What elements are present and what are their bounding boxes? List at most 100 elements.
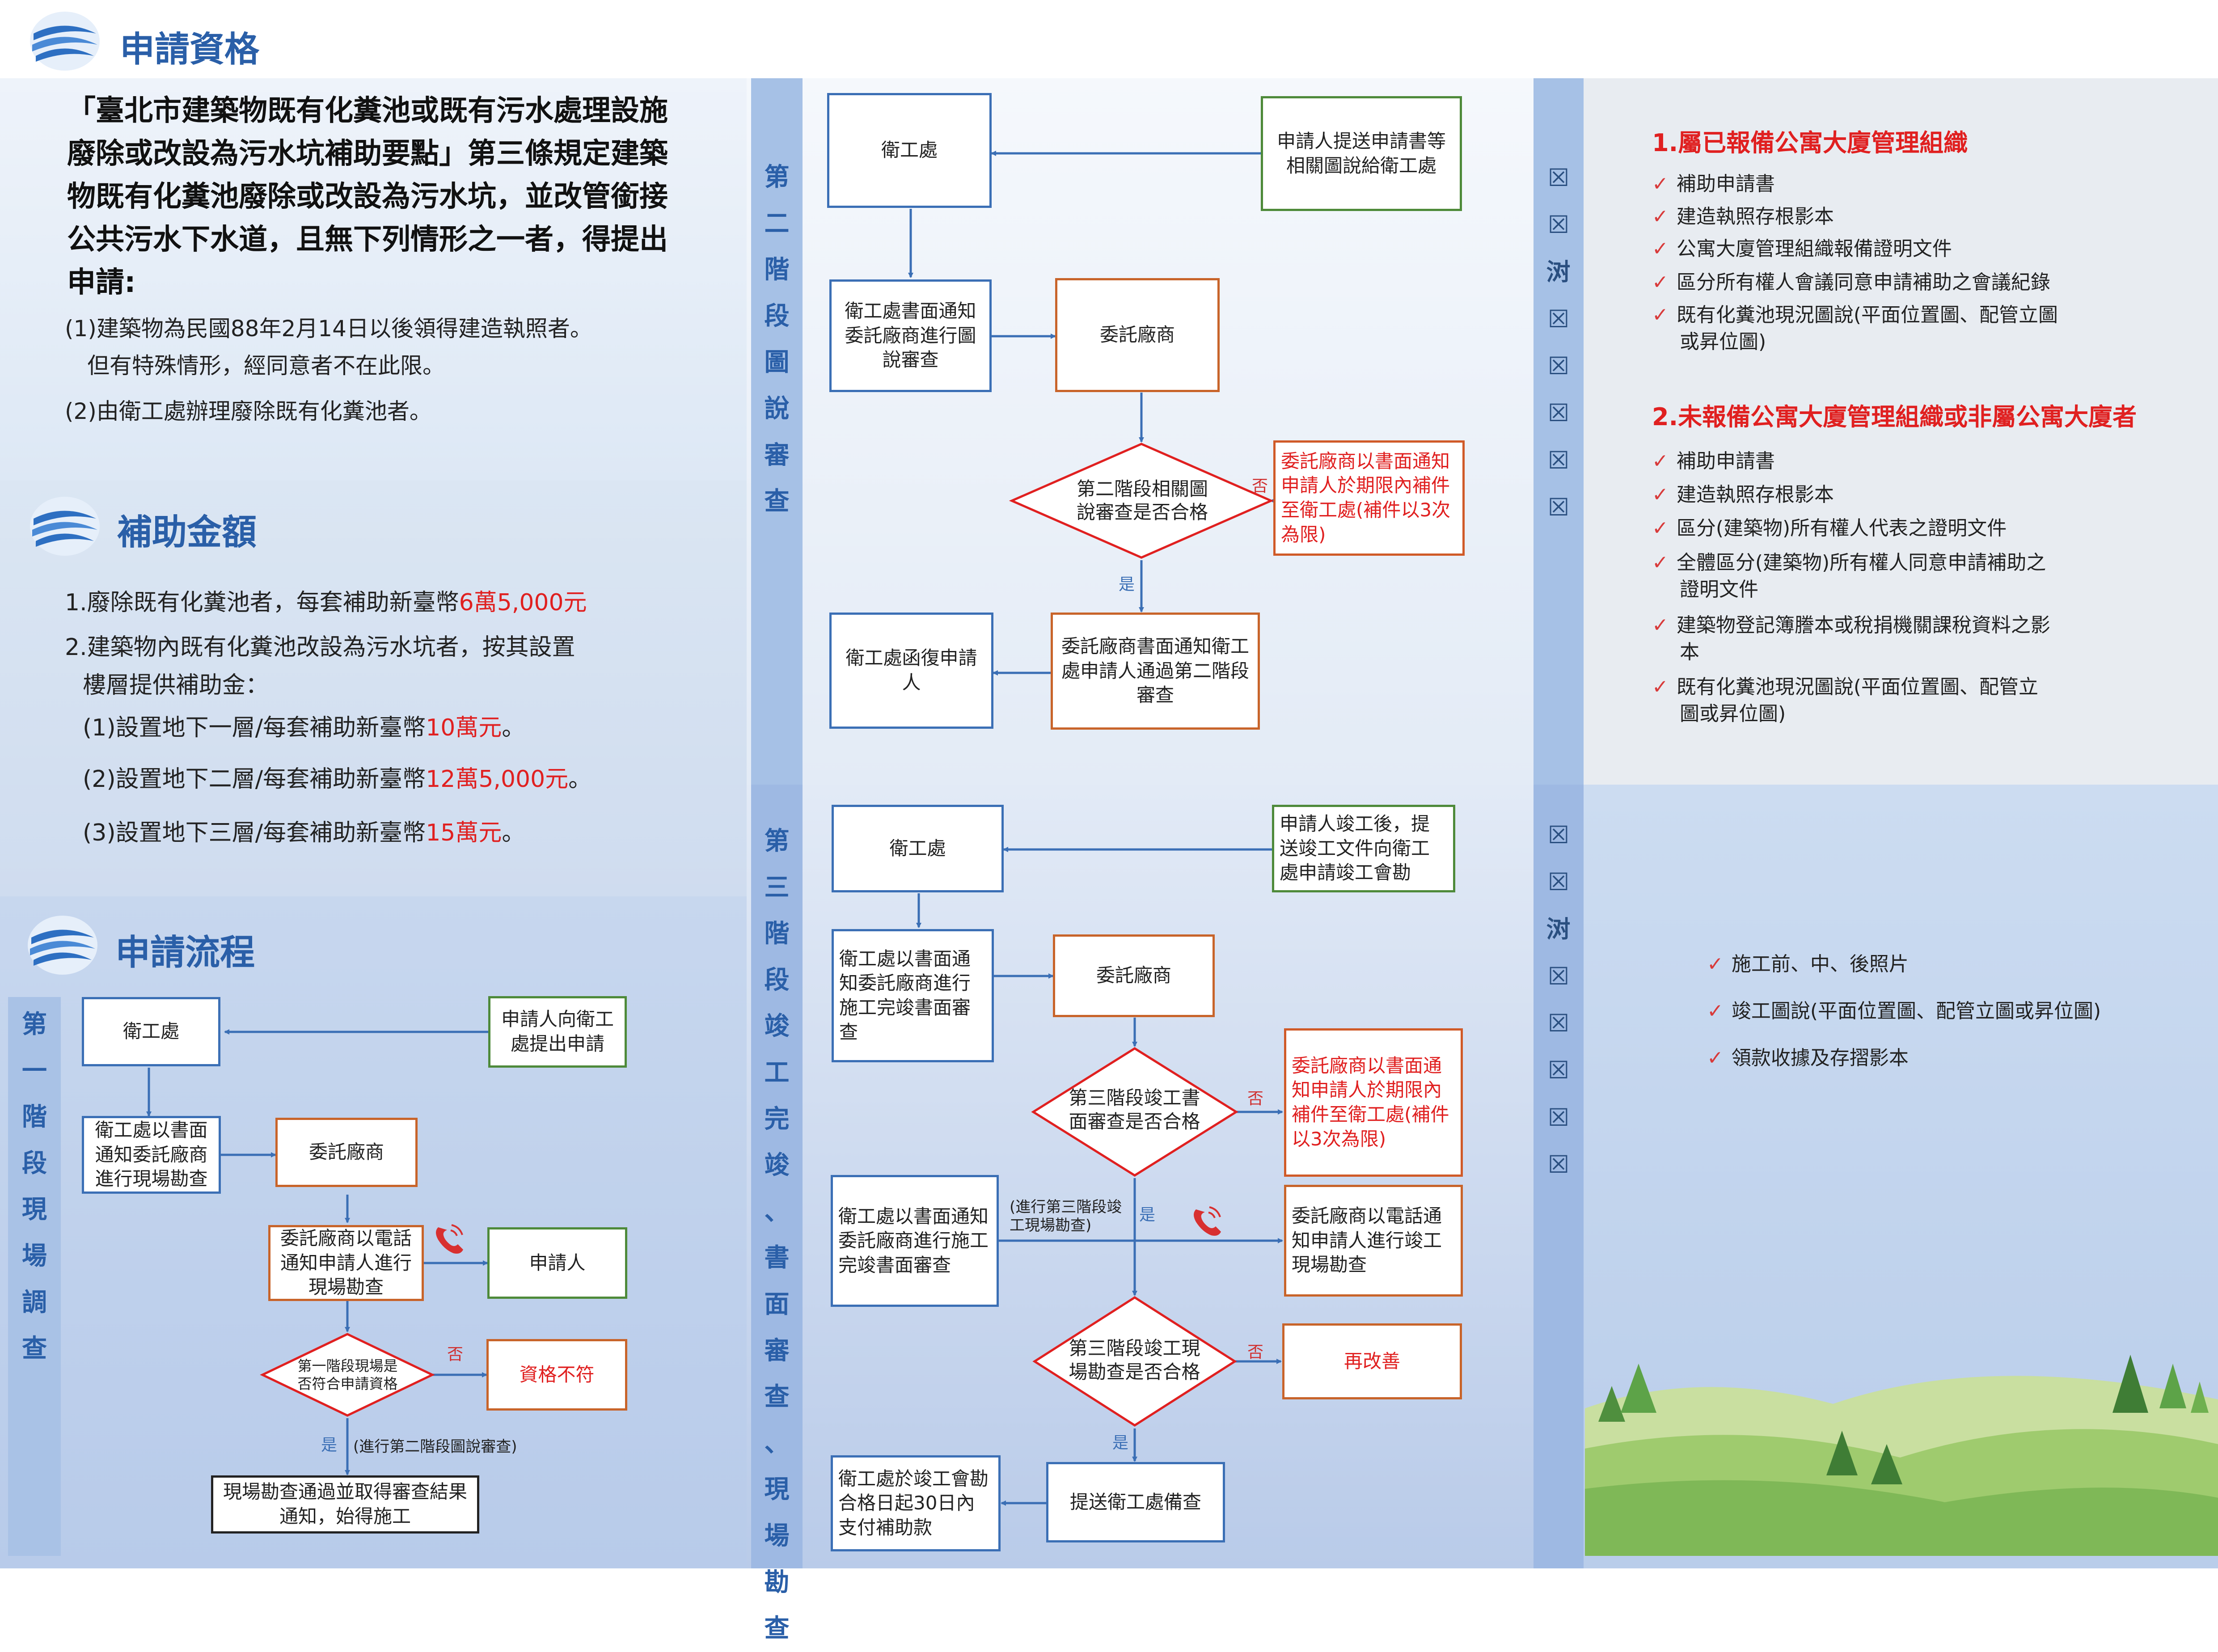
stage3-doc-decision-text: 第三階段竣工書面審查是否合格 (1069, 1087, 1200, 1132)
stage2-fix-node: 委託廠商以書面通知申請人於期限內補件至衛工處(補件以3次為限) (1273, 440, 1465, 556)
stage3-no1-label: 否 (1247, 1090, 1264, 1108)
vertical-label-char: 、 (764, 1197, 790, 1226)
vertical-label-char: 㳔 (1546, 258, 1571, 286)
doc-checklist-item: ✓建造執照存根影本 (1652, 205, 1834, 228)
eligibility-item-2: (2)由衛工處辦理廢除既有化糞池者。 (65, 398, 432, 424)
vertical-label-char: 圖 (764, 348, 790, 377)
stage2-pass-node: 委託廠商書面通知衛工處申請人通過第二階段審查 (1051, 613, 1260, 730)
doc-checklist-item: ✓建造執照存根影本 (1652, 483, 1834, 506)
stage1-next-label: (進行第二階段圖說審查) (353, 1438, 517, 1456)
docs-lower-label: ☒☒㳔☒☒☒☒☒ (1534, 811, 1584, 1188)
doc-checklist-item: ✓補助申請書 (1652, 173, 1775, 195)
stage3-doc-decision-diamond (1031, 1047, 1238, 1177)
check-icon: ✓ (1707, 1047, 1724, 1069)
stage1-decision-text: 第一階段現場是否符合申請資格 (297, 1357, 398, 1392)
stage1-vendor-node: 委託廠商 (275, 1118, 418, 1187)
stage2-side-bar (751, 78, 803, 785)
vertical-label-char: 場 (764, 1521, 790, 1551)
vertical-label-char: 階 (22, 1103, 47, 1132)
stage1-phone-node: 委託廠商以電話通知申請人進行現場勘查 (268, 1225, 424, 1301)
vertical-label-char: 第 (22, 1010, 47, 1039)
vertical-label-char: 現 (22, 1195, 47, 1225)
subsidy-line-2: 2.建築物內既有化糞池改設為污水坑者，按其設置 (65, 634, 575, 661)
vertical-label-char: ☒ (1547, 164, 1570, 192)
stage2-no-label: 否 (1252, 477, 1268, 495)
docs-upper-side-bar (1534, 78, 1584, 785)
eligibility-title: 申請資格 (120, 30, 260, 70)
subsidy-sub-3: (3)設置地下三層/每套補助新臺幣15萬元。 (83, 820, 525, 846)
vertical-label-char: 審 (764, 440, 790, 470)
doc-checklist-item: ✓施工前、中、後照片 (1707, 953, 1909, 976)
vertical-label-char: 完 (764, 1104, 790, 1134)
vertical-label-char: 第 (764, 163, 790, 192)
stage2-reply-node: 衛工處函復申請人 (829, 613, 993, 729)
docs-group1-heading: 1.屬已報備公寓大廈管理組織 (1652, 129, 1968, 157)
check-icon: ✓ (1707, 953, 1724, 976)
vertical-label-char: 場 (22, 1241, 47, 1271)
vertical-label-char: 查 (764, 487, 790, 516)
stage3-improve-node: 再改善 (1282, 1323, 1462, 1399)
doc-checklist-item: 證明文件 (1680, 578, 1758, 601)
water-logo-icon (30, 12, 100, 71)
stage1-no-label: 否 (447, 1345, 464, 1364)
check-icon: ✓ (1652, 271, 1669, 294)
doc-checklist-item: 或昇位圖) (1680, 330, 1766, 353)
vertical-label-char: ☒ (1547, 352, 1570, 380)
stage3-notify2-node: 衛工處以書面通知委託廠商進行施工完竣書面審查 (831, 1175, 999, 1307)
vertical-label-char: 第 (764, 827, 790, 856)
stage1-apply-node: 申請人向衛工處提出申請 (488, 996, 627, 1068)
vertical-label-char: ☒ (1547, 304, 1570, 333)
vertical-label-char: 說 (764, 394, 790, 423)
check-icon: ✓ (1652, 551, 1669, 574)
vertical-label-char: 三 (764, 873, 790, 902)
vertical-label-char: ☒ (1547, 1056, 1570, 1085)
vertical-label-char: ☒ (1547, 868, 1570, 896)
stage3-vendor-node: 委託廠商 (1053, 934, 1215, 1017)
doc-checklist-item: ✓建築物登記簿謄本或稅捐機關課稅資料之影 (1652, 614, 2050, 637)
doc-checklist-item: ✓公寓大廈管理組織報備證明文件 (1652, 237, 1952, 260)
stage2-decision-diamond (1009, 443, 1274, 559)
left-mid-panel (0, 481, 747, 896)
stage1-office-node: 衛工處 (82, 997, 220, 1066)
stage1-reject-node: 資格不符 (486, 1339, 627, 1411)
stage3-yes2-label: 是 (1112, 1434, 1129, 1452)
stage2-yes-label: 是 (1119, 575, 1135, 594)
water-logo-icon (28, 916, 97, 975)
docs-group2-heading: 2.未報備公寓大廈管理組織或非屬公寓大廈者 (1652, 403, 2137, 431)
stage2-decision-text: 第二階段相關圖說審查是否合格 (1076, 477, 1208, 524)
stage3-fix-node: 委託廠商以書面通知申請人於期限內補件至衛工處(補件以3次為限) (1284, 1028, 1463, 1177)
vertical-label-char: 審 (764, 1336, 790, 1365)
header-strip (0, 0, 2218, 78)
vertical-label-char: 工 (764, 1058, 790, 1087)
stage3-phone-node: 委託廠商以電話通知申請人進行竣工現場勘查 (1284, 1185, 1463, 1297)
doc-checklist-item: ✓區分(建築物)所有權人代表之證明文件 (1652, 517, 2007, 540)
vertical-label-char: 、 (764, 1428, 790, 1458)
stage3-side-bar (751, 785, 803, 1568)
vertical-label-char: 現 (764, 1475, 790, 1504)
stage2-label: 第二階段圖說審查 (751, 154, 803, 525)
stage2-vendor-node: 委託廠商 (1055, 278, 1220, 392)
stage2-office-node: 衛工處 (827, 93, 992, 208)
flow-connectors (146, 151, 2218, 1556)
stage3-field-label: (進行第三階段竣工現場勘查) (1010, 1198, 1122, 1234)
check-icon: ✓ (1652, 173, 1669, 195)
vertical-label-char: 調 (22, 1288, 47, 1317)
doc-checklist-item: 本 (1680, 641, 1699, 663)
subsidy-line-1: 1.廢除既有化糞池者，每套補助新臺幣6萬5,000元 (65, 589, 587, 616)
vertical-label-char: 查 (764, 1614, 790, 1644)
subsidy-line-2b: 樓層提供補助金： (83, 672, 269, 699)
check-icon: ✓ (1652, 237, 1669, 260)
process-title: 申請流程 (115, 933, 255, 973)
stage1-label: 第一階段現場調查 (8, 1001, 61, 1372)
doc-checklist-item: ✓竣工圖說(平面位置圖、配管立圖或昇位圖) (1707, 1000, 2101, 1022)
stage3-pay-node: 衛工處於竣工會勘合格日起30日內支付補助款 (831, 1455, 1001, 1551)
vertical-label-char: 竣 (764, 1151, 790, 1180)
check-icon: ✓ (1652, 483, 1669, 506)
vertical-label-char: 段 (764, 965, 790, 995)
check-icon: ✓ (1652, 676, 1669, 698)
stage3-complete-node: 申請人竣工後，提送竣工文件向衛工處申請竣工會勘 (1272, 805, 1455, 892)
stage3-office-node: 衛工處 (832, 805, 1004, 892)
vertical-label-char: ☒ (1547, 1150, 1570, 1179)
left-top-panel (0, 78, 747, 481)
stage1-notify-node: 衛工處以書面通知委託廠商進行現場勘查 (82, 1116, 221, 1194)
